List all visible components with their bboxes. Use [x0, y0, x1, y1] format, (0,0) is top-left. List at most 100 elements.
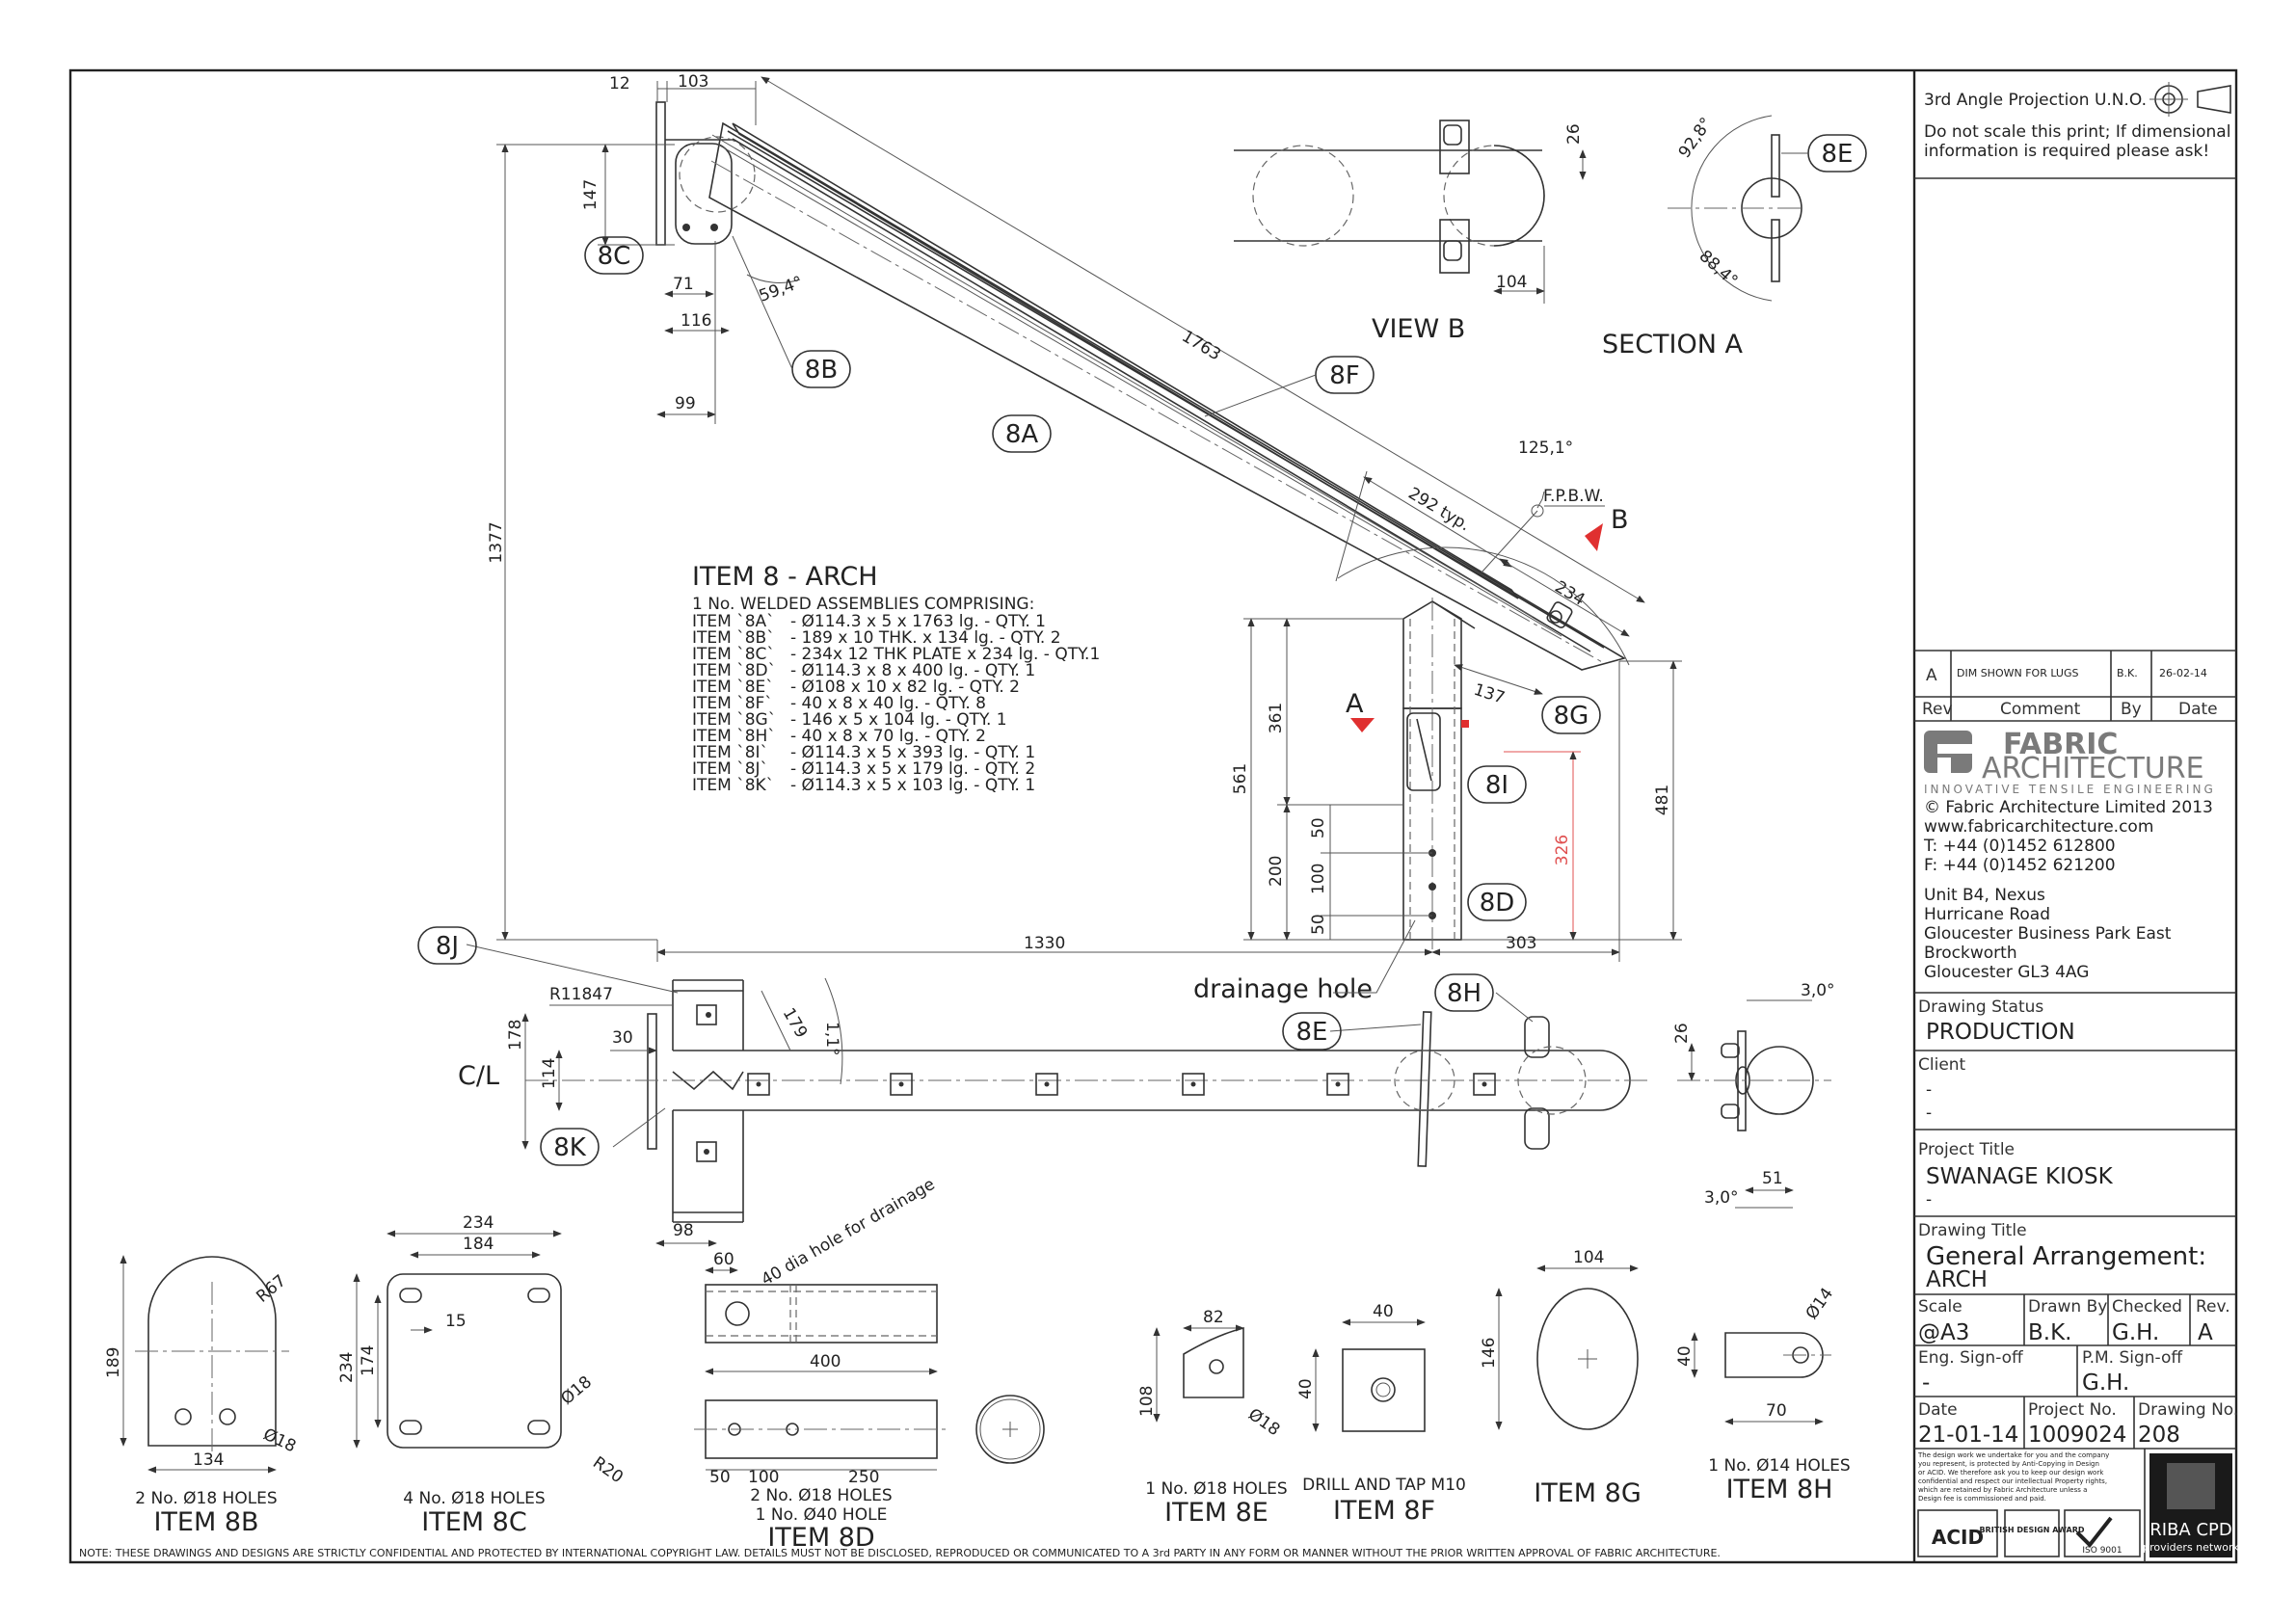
elevation-dimensions: 12 103 147 71 116 59,4° 99 1377 1763 292…: [487, 72, 1682, 962]
dim-361: 361: [1267, 703, 1286, 733]
project-no: 1009024: [2028, 1423, 2126, 1448]
item-code: ITEM `8A`: [692, 612, 775, 631]
disclaimer-line: The design work we undertake for you and…: [1917, 1451, 2109, 1459]
detail-8e-title: ITEM 8E: [1164, 1498, 1268, 1528]
title-block: 3rd Angle Projection U.N.O. Do not scale…: [1912, 70, 2239, 1562]
dim-98: 98: [673, 1221, 694, 1240]
iso-logo: [2064, 1509, 2141, 1557]
scale-label: Scale: [1918, 1297, 1962, 1317]
bubble-8e-plan: 8E: [1296, 1018, 1328, 1047]
detail-8e: 82 108 Ø18 1 No. Ø18 HOLES ITEM 8E: [1137, 1308, 1288, 1528]
bubble-8e-section: 8E: [1822, 140, 1854, 169]
bubble-8a: 8A: [1005, 420, 1039, 449]
plan-view: C/L: [458, 944, 1648, 1223]
item-desc: - 40 x 8 x 70 lg. - QTY. 2: [790, 727, 986, 746]
dim-r20: R20: [589, 1453, 627, 1488]
detail-8b-sub: 2 No. Ø18 HOLES: [135, 1489, 277, 1508]
detail-8b: R67 189 Ø18 134 2 No. Ø18 HOLES ITEM 8B: [104, 1255, 299, 1537]
item-code: ITEM `8K`: [692, 776, 774, 795]
company-web[interactable]: www.fabricarchitecture.com: [1924, 817, 2153, 837]
item-desc: - Ø114.3 x 5 x 179 lg. - QTY. 2: [790, 759, 1035, 779]
drawing-no: 208: [2138, 1423, 2180, 1448]
confidentiality-note: NOTE: THESE DRAWINGS AND DESIGNS ARE STR…: [79, 1547, 1721, 1559]
date-value: 21-01-14: [1918, 1423, 2018, 1448]
detail-8d-title: ITEM 8D: [767, 1523, 874, 1553]
dim-178: 178: [506, 1020, 525, 1051]
dim-8c-234-top: 234: [463, 1213, 494, 1233]
dim-108: 108: [1137, 1386, 1157, 1417]
bubble-8i: 8I: [1485, 771, 1508, 800]
dim-end-51: 51: [1762, 1169, 1783, 1188]
dim-174: 174: [359, 1345, 378, 1376]
detail-8c: 234 184 15 234 174 Ø18 R20 4 No. Ø18 HOL…: [337, 1213, 627, 1537]
british-design-text: BRITISH DESIGN AWARD: [1979, 1526, 2084, 1534]
detail-8f-sub: DRILL AND TAP M10: [1302, 1476, 1466, 1495]
item-desc: - 146 x 5 x 104 lg. - QTY. 1: [790, 710, 1007, 730]
dim-8g-104: 104: [1573, 1248, 1604, 1267]
riba-sub-text: providers network: [2143, 1541, 2239, 1554]
label-drainage-hole: drainage hole: [1193, 974, 1373, 1004]
dim-103: 103: [678, 72, 708, 92]
dim-8b-hole: Ø18: [260, 1424, 299, 1456]
fabric-architecture-logo: [1924, 731, 1972, 773]
dim-8c-hole: Ø18: [557, 1372, 596, 1409]
projection-note: 3rd Angle Projection U.N.O.: [1924, 91, 2147, 110]
dim-15: 15: [445, 1312, 467, 1331]
bubble-8d: 8D: [1480, 889, 1515, 918]
label-centerline: C/L: [458, 1061, 499, 1091]
plan-lugs-8f: [747, 1073, 1496, 1096]
lug-8b-hole: [710, 224, 718, 231]
arrow-a-marker: [1350, 718, 1375, 732]
rev-comment: DIM SHOWN FOR LUGS: [1957, 667, 2078, 679]
address-line: Hurricane Road: [1924, 905, 2050, 924]
dim-8h-hole: Ø14: [1802, 1285, 1837, 1323]
dim-137: 137: [1471, 680, 1507, 708]
label-a: A: [1346, 689, 1364, 719]
project-title-2: -: [1926, 1190, 1932, 1210]
client-value-2: -: [1926, 1104, 1932, 1123]
item-code: ITEM `8H`: [692, 727, 776, 746]
dim-8f-40-side: 40: [1296, 1378, 1316, 1399]
detail-8d: 60 40 dia hole for drainage 400 50 100 2…: [694, 1175, 1045, 1553]
pm-signoff-label: P.M. Sign-off: [2082, 1348, 2183, 1368]
lug-8b-hole: [682, 224, 690, 231]
dim-184: 184: [463, 1235, 494, 1254]
client-label: Client: [1918, 1055, 1966, 1075]
company-tel: T: +44 (0)1452 612800: [1923, 837, 2116, 856]
detail-8d-sub-1: 2 No. Ø18 HOLES: [750, 1486, 892, 1505]
lug-8b: [675, 143, 733, 245]
bubble-8h: 8H: [1447, 979, 1482, 1008]
acid-logo-text: ACID: [1932, 1526, 1984, 1549]
date-label: Date: [1918, 1400, 1958, 1420]
dim-481: 481: [1653, 785, 1672, 815]
disclaimer-line: you represent, is protected by Anti-Copy…: [1918, 1460, 2099, 1468]
dim-250: 250: [848, 1468, 879, 1487]
bubble-8c: 8C: [598, 242, 631, 271]
dim-1763: 1763: [1178, 327, 1223, 364]
bubble-8b: 8B: [805, 356, 838, 385]
company-name-2: ARCHITECTURE: [1982, 752, 2204, 785]
item-desc: - Ø114.3 x 5 x 103 lg. - QTY. 1: [790, 776, 1035, 795]
dim-59-4-deg: 59,4°: [757, 273, 805, 306]
dim-100: 100: [1309, 864, 1328, 894]
dim-189: 189: [104, 1347, 123, 1378]
dim-12: 12: [609, 74, 630, 93]
weld-fpbw: F.P.B.W.: [1543, 487, 1604, 506]
client-value-1: -: [1926, 1080, 1932, 1100]
dim-146: 146: [1480, 1338, 1499, 1369]
dim-50-top: 50: [1309, 817, 1328, 838]
project-title-label: Project Title: [1918, 1140, 2015, 1159]
drawing-title-line-2: ARCH: [1926, 1267, 1988, 1292]
detail-8g-title: ITEM 8G: [1534, 1478, 1642, 1508]
item-code: ITEM `8D`: [692, 661, 776, 680]
dim-60: 60: [713, 1250, 734, 1269]
bubble-8f: 8F: [1329, 361, 1360, 390]
company-name-1: FABRIC: [2003, 728, 2118, 761]
item-code: ITEM `8F`: [692, 694, 773, 713]
detail-8b-title: ITEM 8B: [153, 1507, 258, 1537]
dim-114: 114: [540, 1058, 559, 1089]
warning-line-1: Do not scale this print; If dimensional: [1924, 122, 2230, 142]
detail-8e-sub: 1 No. Ø18 HOLES: [1145, 1479, 1287, 1499]
company-fax: F: +44 (0)1452 621200: [1924, 856, 2116, 875]
